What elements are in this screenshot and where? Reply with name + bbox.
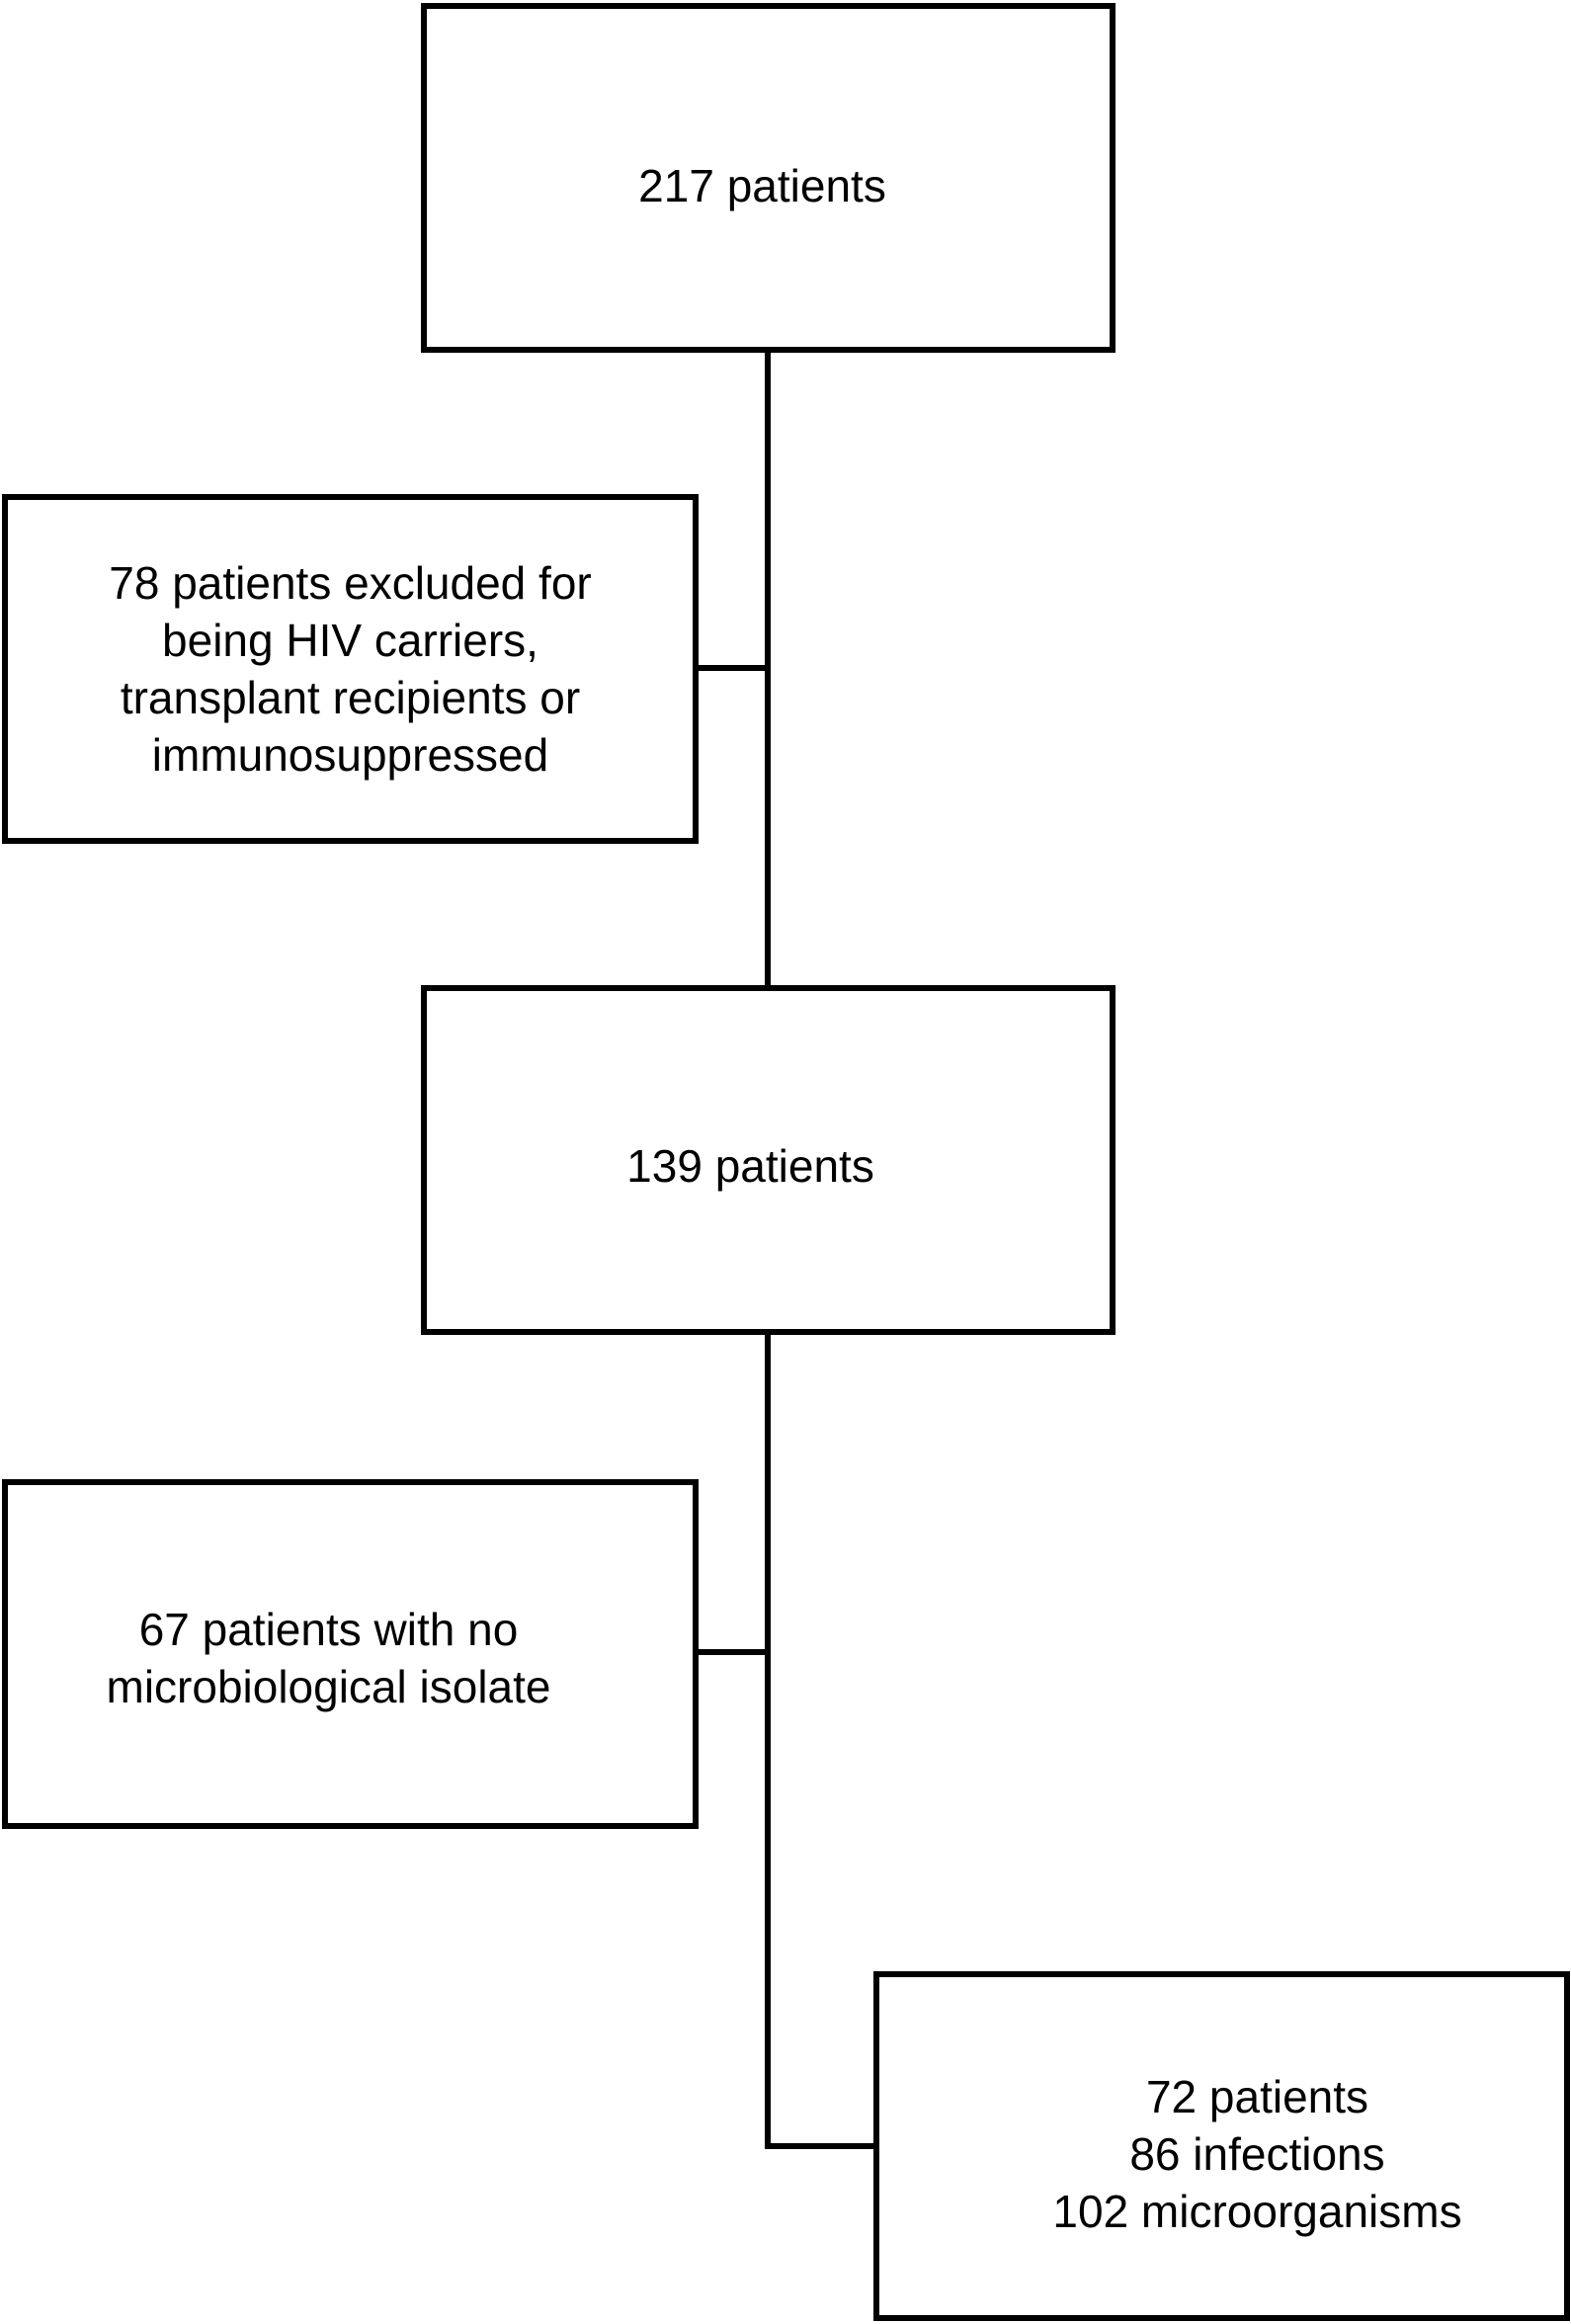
node-included-patients: 139 patients bbox=[421, 985, 1116, 1335]
node-no-isolate-patients: 67 patients with no microbiological isol… bbox=[2, 1479, 699, 1829]
node-no-isolate-patients-label: 67 patients with no microbiological isol… bbox=[106, 1604, 551, 1712]
connector-included-to-final bbox=[765, 1332, 771, 2149]
connector-branch-no-isolate bbox=[696, 1649, 771, 1655]
node-excluded-patients-label: 78 patients excluded for being HIV carri… bbox=[109, 557, 592, 781]
connector-branch-final bbox=[765, 2143, 876, 2149]
connector-branch-excluded bbox=[696, 665, 771, 671]
node-final-patients: 72 patients 86 infections 102 microorgan… bbox=[873, 1971, 1570, 2321]
node-total-patients: 217 patients bbox=[421, 3, 1116, 353]
node-total-patients-label: 217 patients bbox=[638, 160, 886, 211]
node-excluded-patients: 78 patients excluded for being HIV carri… bbox=[2, 494, 699, 844]
node-included-patients-label: 139 patients bbox=[626, 1140, 874, 1192]
node-final-patients-label: 72 patients 86 infections 102 microorgan… bbox=[1052, 2071, 1462, 2237]
